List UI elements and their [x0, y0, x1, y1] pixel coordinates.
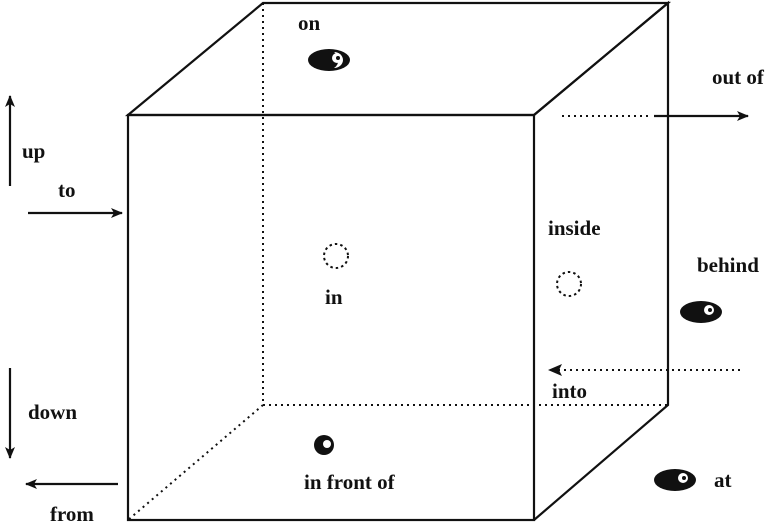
- into-arrowhead: [548, 364, 562, 376]
- label-behind: behind: [697, 253, 759, 277]
- ball-behind-icon: [680, 301, 722, 323]
- label-out-of: out of: [712, 65, 765, 89]
- label-inside: inside: [548, 216, 601, 240]
- cube-hidden-diagonal-edge: [127, 404, 264, 521]
- cube-right-face: [533, 0, 670, 521]
- ball-in-front-of-icon: [314, 435, 334, 455]
- labels: on out of up to inside behind in down in…: [22, 11, 765, 523]
- ball-on-icon: [308, 49, 350, 71]
- label-to: to: [58, 178, 76, 202]
- label-up: up: [22, 139, 45, 163]
- markers: [308, 49, 722, 491]
- ball-inside-dotted-icon: [556, 271, 582, 297]
- label-in: in: [325, 285, 343, 309]
- label-at: at: [714, 468, 732, 492]
- arrows: [4, 95, 749, 489]
- label-in-front-of: in front of: [304, 470, 396, 494]
- ball-at-icon: [654, 469, 696, 491]
- cube-front-face: [126, 113, 536, 522]
- cube: [124, 0, 672, 522]
- ball-in-dotted-icon: [323, 243, 349, 269]
- label-on: on: [298, 11, 321, 35]
- label-down: down: [28, 400, 77, 424]
- cube-top-face: [124, 1, 672, 117]
- label-into: into: [552, 379, 587, 403]
- label-from: from: [50, 502, 94, 523]
